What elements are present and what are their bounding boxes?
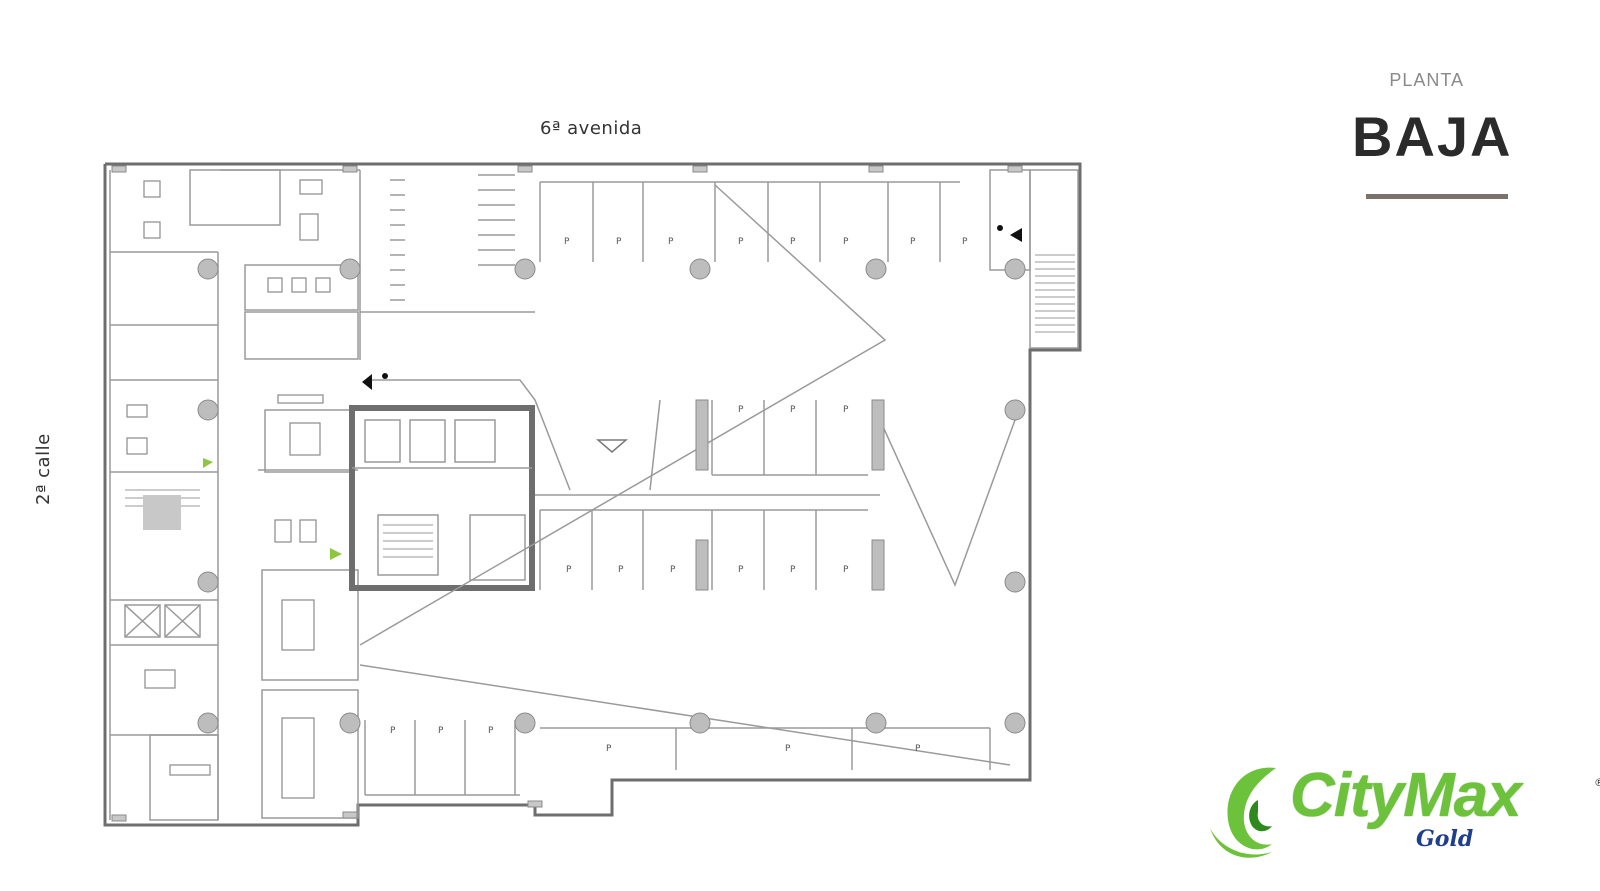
parking-space-label: P	[564, 237, 570, 247]
parking-space-label: P	[790, 237, 796, 247]
citymax-swoosh-icon	[1210, 767, 1276, 858]
stair-landing	[143, 495, 181, 530]
edge-marks	[111, 165, 1023, 822]
parking-space-label: P	[566, 565, 572, 575]
stair-hatch	[125, 254, 1075, 558]
logo-tier: Gold	[1416, 826, 1474, 852]
green-markers	[203, 458, 342, 560]
parking-space-label: P	[488, 726, 494, 736]
parking-space-label: P	[390, 726, 396, 736]
parking-space-label: P	[606, 744, 612, 754]
title-subtitle: PLANTA	[1389, 70, 1464, 90]
parking-space-label: P	[738, 405, 744, 415]
page-title: BAJA	[1352, 105, 1513, 168]
elevator-shafts	[124, 604, 201, 638]
structural-columns	[197, 258, 1026, 734]
logo-brand: CityMax	[1290, 761, 1522, 830]
citymax-logo: CityMax ® Gold	[1206, 760, 1600, 880]
parking-labels: P P P P P P P P P P P P P P P P P P P P P P P	[390, 237, 968, 754]
parking-space-label: P	[790, 405, 796, 415]
street-label-left: 2ª calle	[33, 433, 54, 505]
parking-space-label: P	[962, 237, 968, 247]
parking-space-label: P	[843, 565, 849, 575]
building-outline	[103, 162, 1082, 827]
wheel-stops	[695, 399, 885, 591]
parking-space-label: P	[670, 565, 676, 575]
parking-space-label: P	[843, 237, 849, 247]
parking-space-label: P	[843, 405, 849, 415]
street-label-top: 6ª avenida	[540, 118, 643, 139]
parking-stalls	[364, 174, 991, 796]
parking-space-label: P	[910, 237, 916, 247]
emergency-exit-icon	[362, 225, 1022, 390]
parking-space-label: P	[915, 744, 921, 754]
parking-space-label: P	[790, 565, 796, 575]
parking-space-label: P	[438, 726, 444, 736]
parking-space-label: P	[616, 237, 622, 247]
logo-registered-mark: ®	[1594, 776, 1600, 789]
furniture	[126, 179, 331, 799]
parking-space-label: P	[668, 237, 674, 247]
interior-walls	[109, 169, 1079, 821]
parking-space-label: P	[618, 565, 624, 575]
title-divider	[1366, 194, 1508, 199]
parking-space-label: P	[738, 237, 744, 247]
ramp-arrow-icon	[595, 439, 629, 453]
parking-space-label: P	[785, 744, 791, 754]
parking-space-label: P	[738, 565, 744, 575]
